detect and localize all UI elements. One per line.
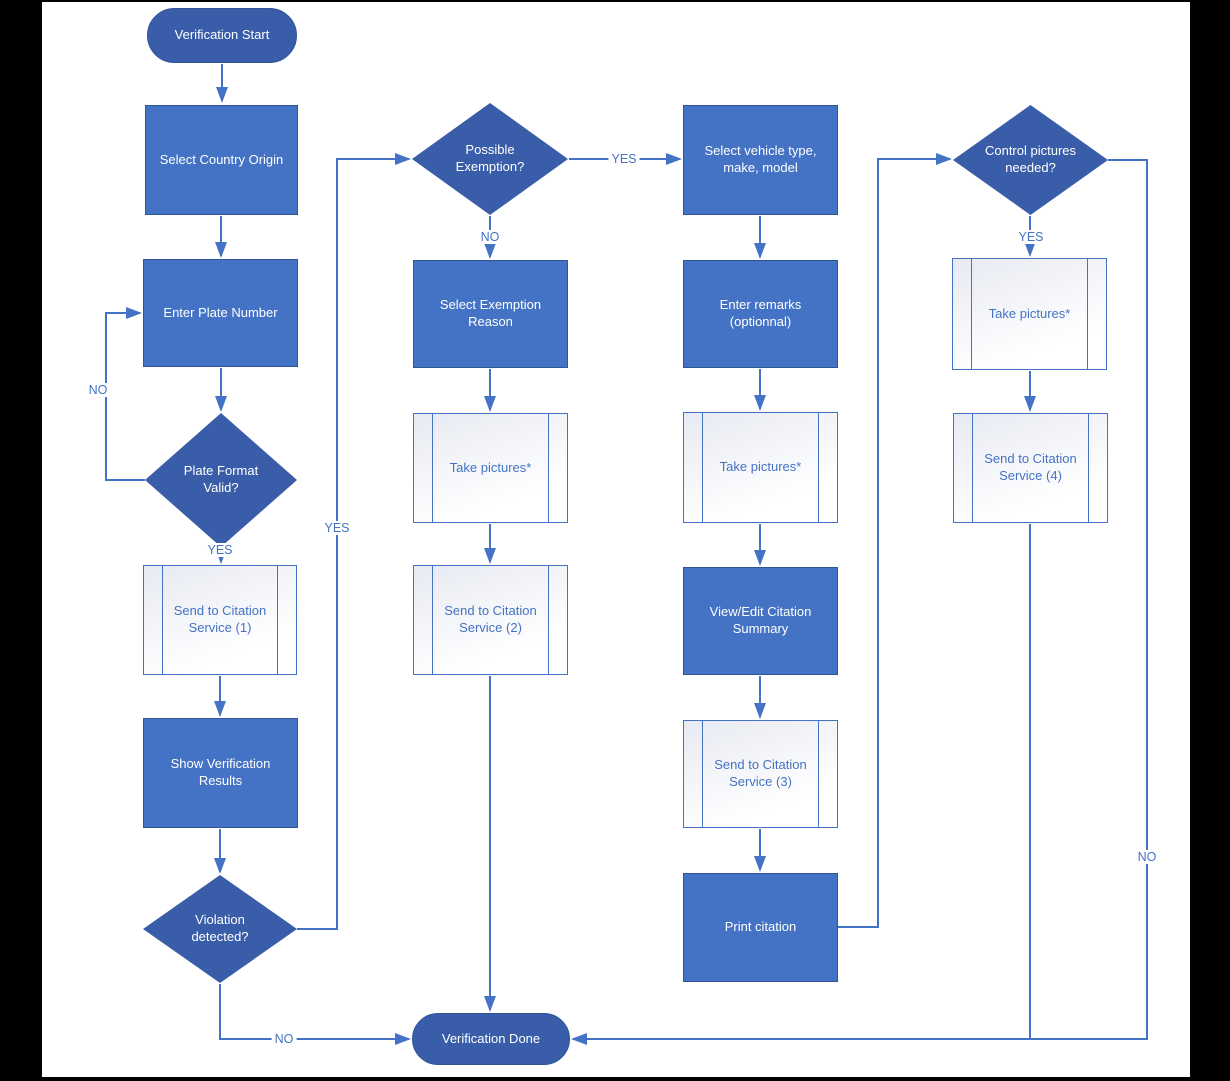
subprocess-side-bar bbox=[702, 413, 703, 522]
node-send-citation-service-1: Send to Citation Service (1) bbox=[143, 565, 297, 675]
node-take-pictures-exemption: Take pictures* bbox=[413, 413, 568, 523]
subprocess-side-bar bbox=[277, 566, 278, 674]
edge-label-exemption-no: NO bbox=[477, 230, 503, 244]
edge-label-control-yes: YES bbox=[1015, 230, 1047, 244]
node-select-country-origin: Select Country Origin bbox=[145, 105, 298, 215]
node-send-citation-service-2: Send to Citation Service (2) bbox=[413, 565, 568, 675]
node-print-citation: Print citation bbox=[683, 873, 838, 982]
node-take-pictures-citation: Take pictures* bbox=[683, 412, 838, 523]
node-view-edit-citation-summary: View/Edit Citation Summary bbox=[683, 567, 838, 675]
subprocess-side-bar bbox=[432, 566, 433, 674]
connector-violation-yes-to-exemption bbox=[297, 153, 411, 930]
node-select-exemption-reason: Select Exemption Reason bbox=[413, 260, 568, 368]
subprocess-side-bar bbox=[162, 566, 163, 674]
connector-print-to-control-pictures bbox=[838, 153, 952, 928]
node-verification-start: Verification Start bbox=[147, 8, 297, 63]
edge-label-plate-valid-yes: YES bbox=[204, 543, 236, 557]
node-take-pictures-control: Take pictures* bbox=[952, 258, 1107, 370]
node-send-citation-service-3: Send to Citation Service (3) bbox=[683, 720, 838, 828]
node-enter-remarks: Enter remarks (optionnal) bbox=[683, 260, 838, 368]
subprocess-side-bar bbox=[1087, 259, 1088, 369]
subprocess-side-bar bbox=[971, 259, 972, 369]
node-enter-plate-number: Enter Plate Number bbox=[143, 259, 298, 367]
node-verification-done: Verification Done bbox=[412, 1013, 570, 1065]
edge-label-exemption-yes: YES bbox=[608, 152, 640, 166]
subprocess-side-bar bbox=[972, 414, 973, 522]
edge-label-violation-yes: YES bbox=[321, 521, 353, 535]
node-select-vehicle-type: Select vehicle type, make, model bbox=[683, 105, 838, 215]
node-show-verification-results: Show Verification Results bbox=[143, 718, 298, 828]
connector-plate-valid-no-loop bbox=[105, 307, 145, 481]
node-send-citation-service-4: Send to Citation Service (4) bbox=[953, 413, 1108, 523]
edge-label-control-no: NO bbox=[1134, 850, 1160, 864]
subprocess-side-bar bbox=[548, 566, 549, 674]
subprocess-side-bar bbox=[432, 414, 433, 522]
subprocess-side-bar bbox=[548, 414, 549, 522]
connector-violation-no-to-done bbox=[219, 984, 411, 1045]
connector-control-no-to-done bbox=[571, 159, 1148, 1045]
subprocess-side-bar bbox=[818, 721, 819, 827]
subprocess-side-bar bbox=[818, 413, 819, 522]
edge-label-plate-valid-no: NO bbox=[85, 383, 111, 397]
subprocess-side-bar bbox=[1088, 414, 1089, 522]
edge-label-violation-no: NO bbox=[271, 1032, 297, 1046]
subprocess-side-bar bbox=[702, 721, 703, 827]
